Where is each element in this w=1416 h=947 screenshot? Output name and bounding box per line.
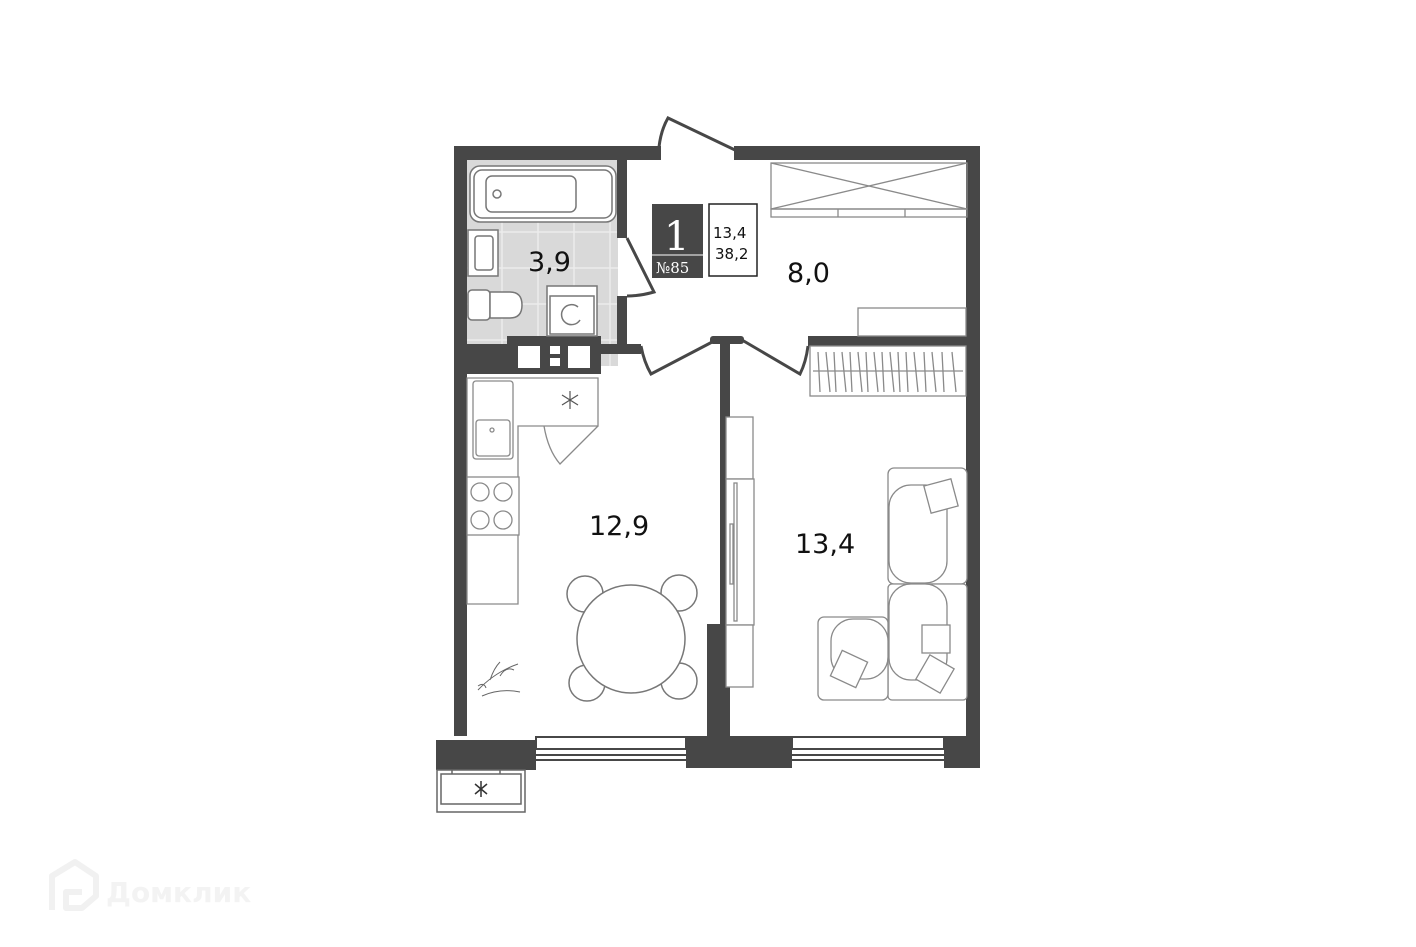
doors — [625, 116, 810, 377]
hallway-wardrobe — [770, 162, 968, 337]
domclick-logo-icon — [49, 859, 99, 911]
living-area-value: 13,4 — [713, 224, 746, 242]
total-area-value: 38,2 — [715, 245, 748, 263]
dining-table — [566, 574, 698, 702]
shoe-rack — [809, 345, 967, 397]
windows — [535, 736, 945, 761]
apartment-number: №85 — [656, 259, 689, 277]
freezer-snowflake-icon — [561, 391, 579, 409]
apartment-badge: 1 №85 13,4 38,2 — [652, 203, 758, 278]
room-area-living-room: 13,4 — [795, 529, 855, 560]
rooms-count: 1 — [664, 214, 689, 260]
bathroom-fixtures — [467, 165, 617, 337]
tv-unit — [725, 416, 755, 688]
room-area-bathroom: 3,9 — [528, 247, 571, 278]
kitchen-furniture — [466, 377, 599, 605]
domclick-watermark: Домклик — [49, 859, 251, 911]
ventilation-shaft — [518, 346, 590, 368]
watermark-text: Домклик — [106, 876, 251, 909]
plant-icon — [477, 661, 521, 697]
sofa — [817, 467, 968, 701]
room-area-kitchen: 12,9 — [589, 511, 649, 542]
air-conditioner-unit — [436, 769, 526, 813]
walls — [436, 146, 980, 770]
room-area-hallway: 8,0 — [787, 258, 830, 289]
